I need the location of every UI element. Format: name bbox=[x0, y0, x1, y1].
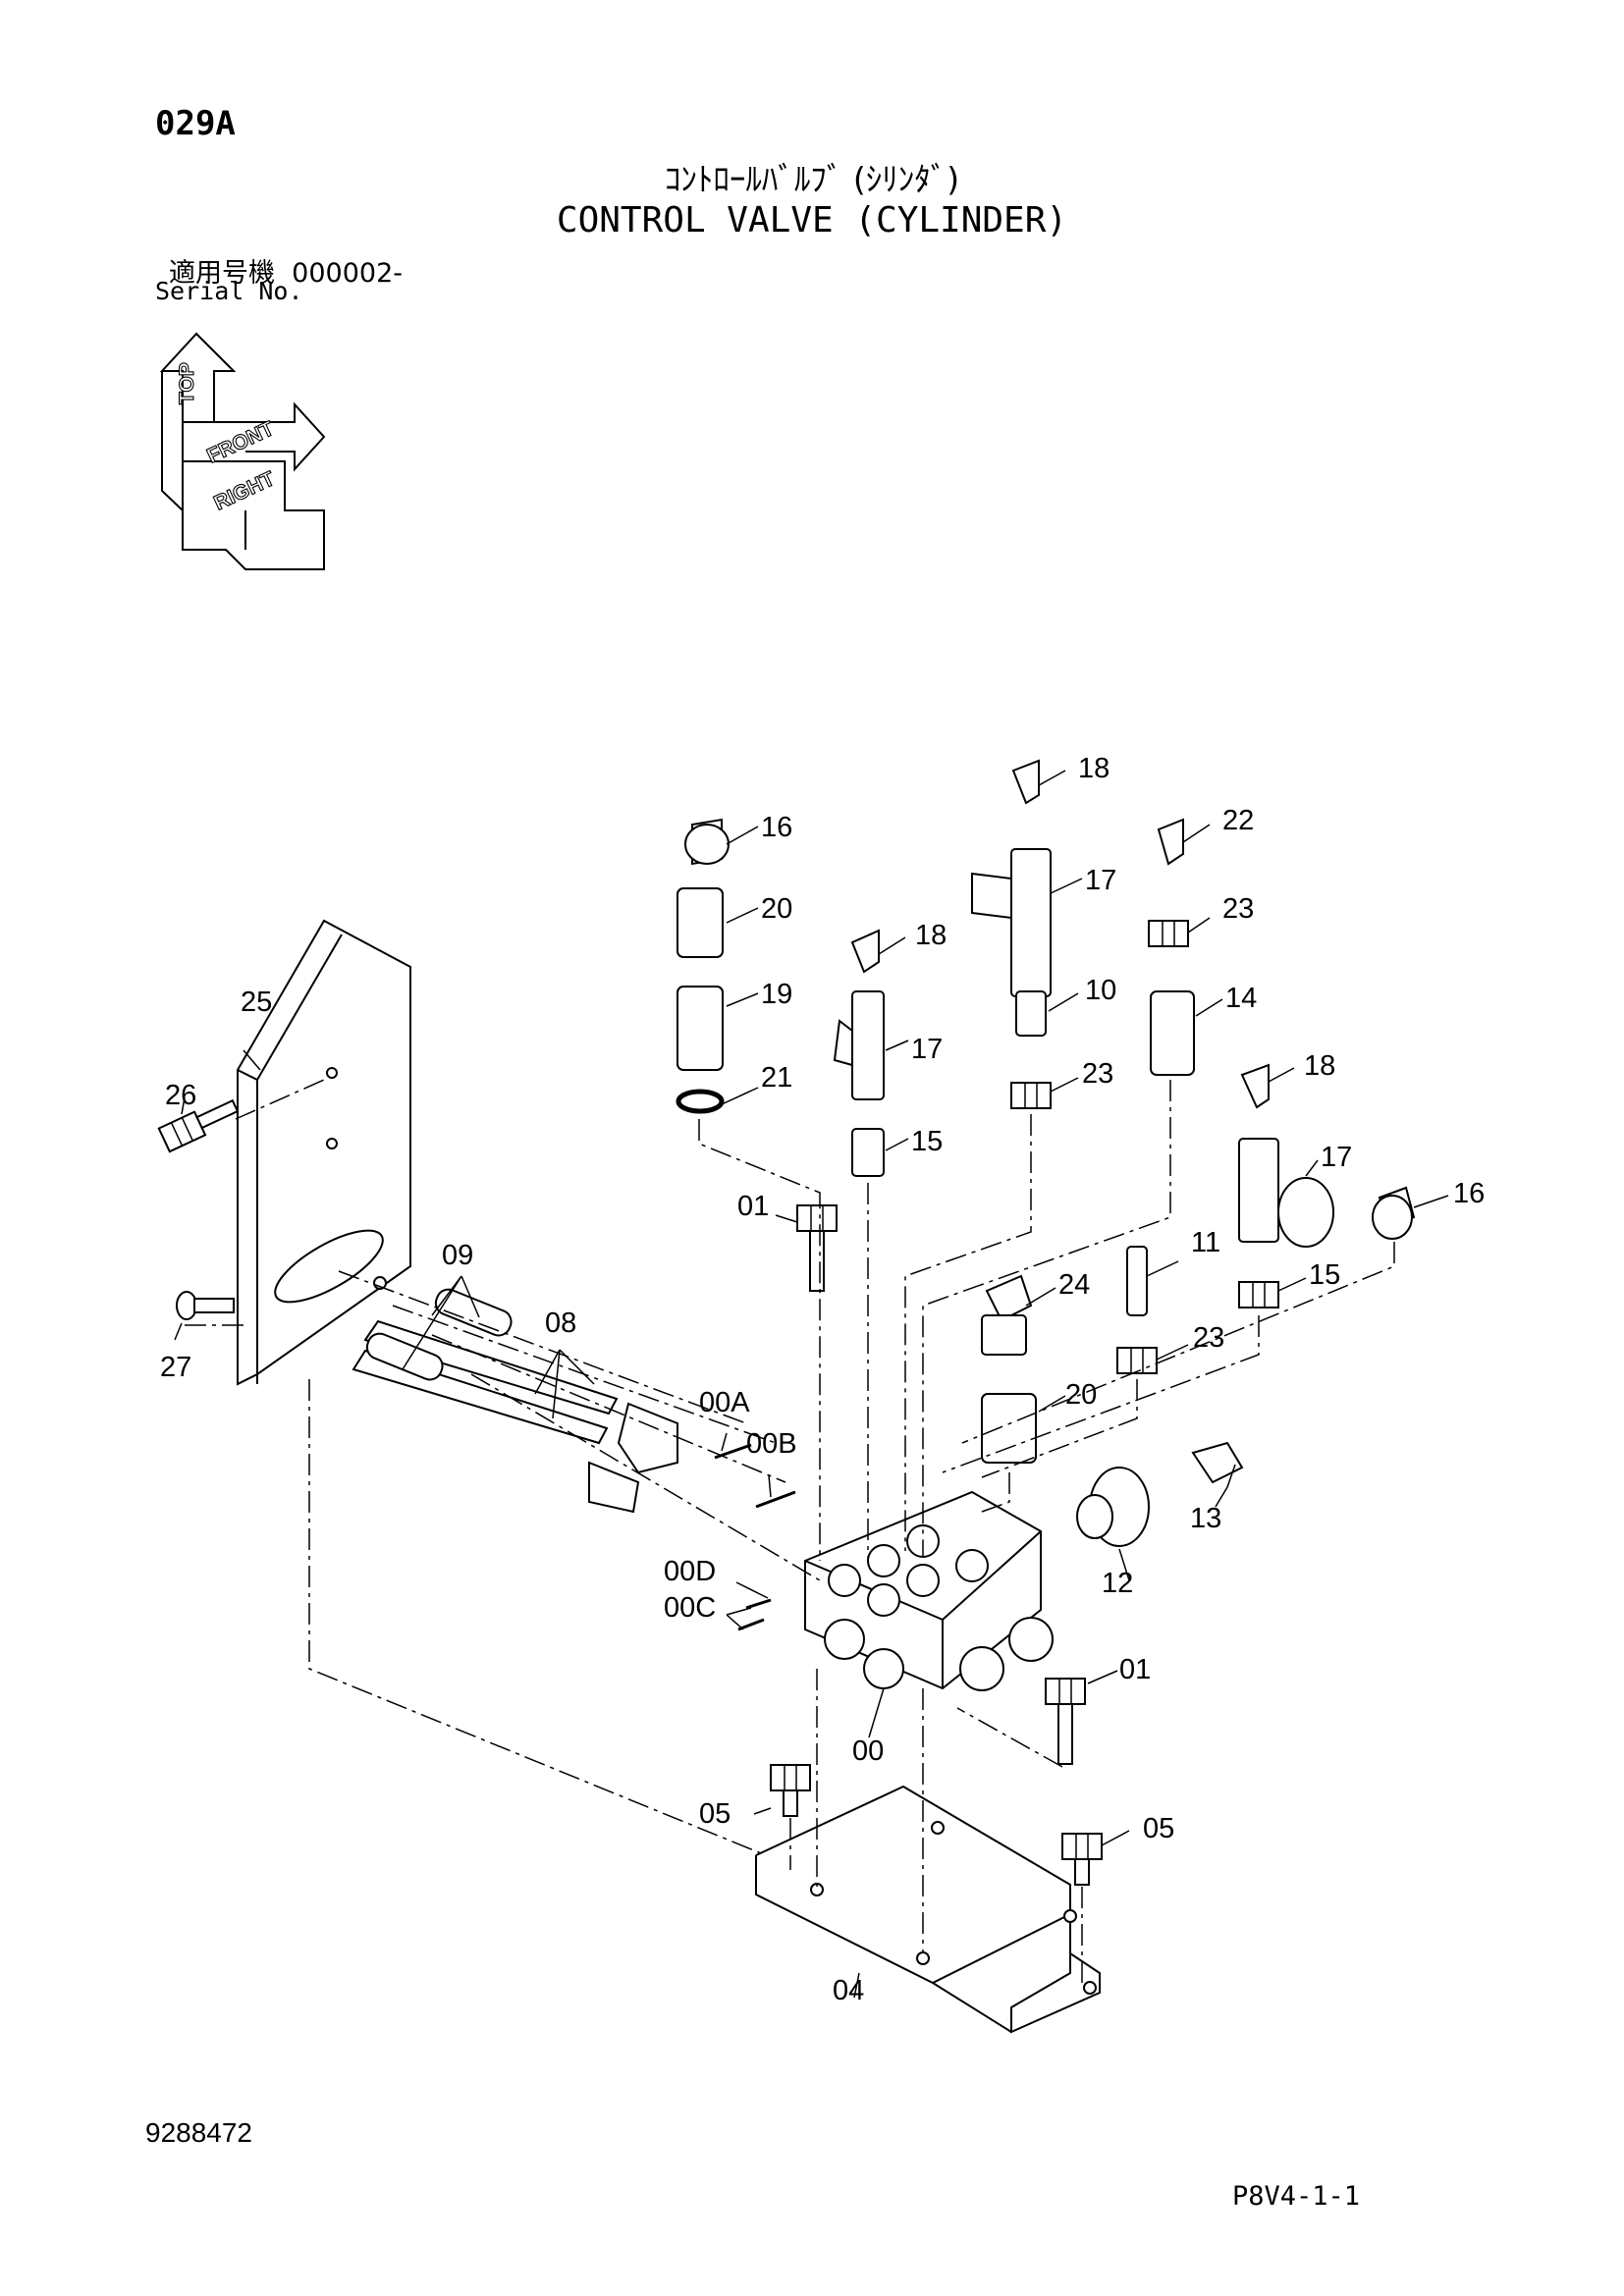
part-label: 22 bbox=[1222, 805, 1254, 836]
part-label: 16 bbox=[1453, 1178, 1485, 1209]
part-label: 09 bbox=[442, 1240, 473, 1271]
part-label: 17 bbox=[1085, 865, 1116, 896]
part-label: 19 bbox=[761, 979, 792, 1010]
part-label: 00A bbox=[699, 1387, 750, 1418]
leader-lines bbox=[174, 770, 1449, 1999]
serial-value: 000002- bbox=[292, 258, 403, 289]
part-label: 11 bbox=[1191, 1227, 1220, 1258]
part-label: 14 bbox=[1225, 983, 1257, 1014]
part-label: 00B bbox=[746, 1428, 797, 1460]
title-english: CONTROL VALVE (CYLINDER) bbox=[556, 200, 1068, 240]
part-label: 18 bbox=[915, 920, 947, 951]
part-label: 01 bbox=[737, 1191, 769, 1222]
routing-lines bbox=[185, 1079, 1395, 1983]
part-label: 20 bbox=[761, 893, 792, 925]
page-code: 029A bbox=[155, 104, 236, 143]
part-label: 00D bbox=[664, 1556, 716, 1587]
part-label: 15 bbox=[1309, 1259, 1340, 1291]
part-labels: 00 00A 00B 00C 00D 01 01 04 05 05 08 09 … bbox=[160, 753, 1485, 2006]
bracket-panel bbox=[237, 919, 411, 1386]
part-label: 26 bbox=[165, 1080, 196, 1111]
part-label: 13 bbox=[1190, 1503, 1221, 1534]
part-label: 27 bbox=[160, 1352, 191, 1383]
serial-info: 適用号機 000002- bbox=[169, 251, 403, 290]
part-label: 24 bbox=[1058, 1269, 1090, 1301]
parts-drawing bbox=[157, 759, 1416, 2034]
part-label: 23 bbox=[1082, 1058, 1113, 1090]
document-number: 9288472 bbox=[145, 2117, 253, 2148]
part-label: 20 bbox=[1065, 1379, 1097, 1411]
part-label: 18 bbox=[1078, 753, 1110, 784]
base-plate bbox=[755, 1785, 1101, 2034]
part-label: 25 bbox=[241, 987, 272, 1018]
part-label: 15 bbox=[911, 1126, 943, 1157]
part-label: 04 bbox=[833, 1975, 864, 2006]
orientation-top: TOP bbox=[176, 362, 198, 404]
title-japanese: ｺﾝﾄﾛｰﾙﾊﾞﾙﾌﾞ (ｼﾘﾝﾀﾞ) bbox=[664, 160, 960, 198]
part-label: 23 bbox=[1193, 1322, 1224, 1354]
part-label: 17 bbox=[1321, 1142, 1352, 1173]
part-label: 16 bbox=[761, 812, 792, 843]
serial-label-jp: 適用号機 bbox=[169, 258, 275, 289]
page-reference: P8V4-1-1 bbox=[1232, 2181, 1361, 2212]
part-label: 00C bbox=[664, 1592, 716, 1624]
part-label: 12 bbox=[1102, 1568, 1133, 1599]
part-label: 01 bbox=[1119, 1654, 1151, 1685]
part-label: 23 bbox=[1222, 893, 1254, 925]
part-label: 18 bbox=[1304, 1050, 1335, 1082]
part-label: 10 bbox=[1085, 975, 1116, 1006]
part-label: 00 bbox=[852, 1735, 884, 1767]
part-label: 05 bbox=[699, 1798, 731, 1830]
part-label: 08 bbox=[545, 1308, 576, 1339]
serial-label-en: Serial No. bbox=[155, 277, 303, 305]
part-label: 05 bbox=[1143, 1813, 1174, 1844]
part-label: 21 bbox=[761, 1062, 792, 1094]
part-label: 17 bbox=[911, 1034, 943, 1065]
orientation-compass: TOP FRONT RIGHT bbox=[159, 332, 326, 570]
